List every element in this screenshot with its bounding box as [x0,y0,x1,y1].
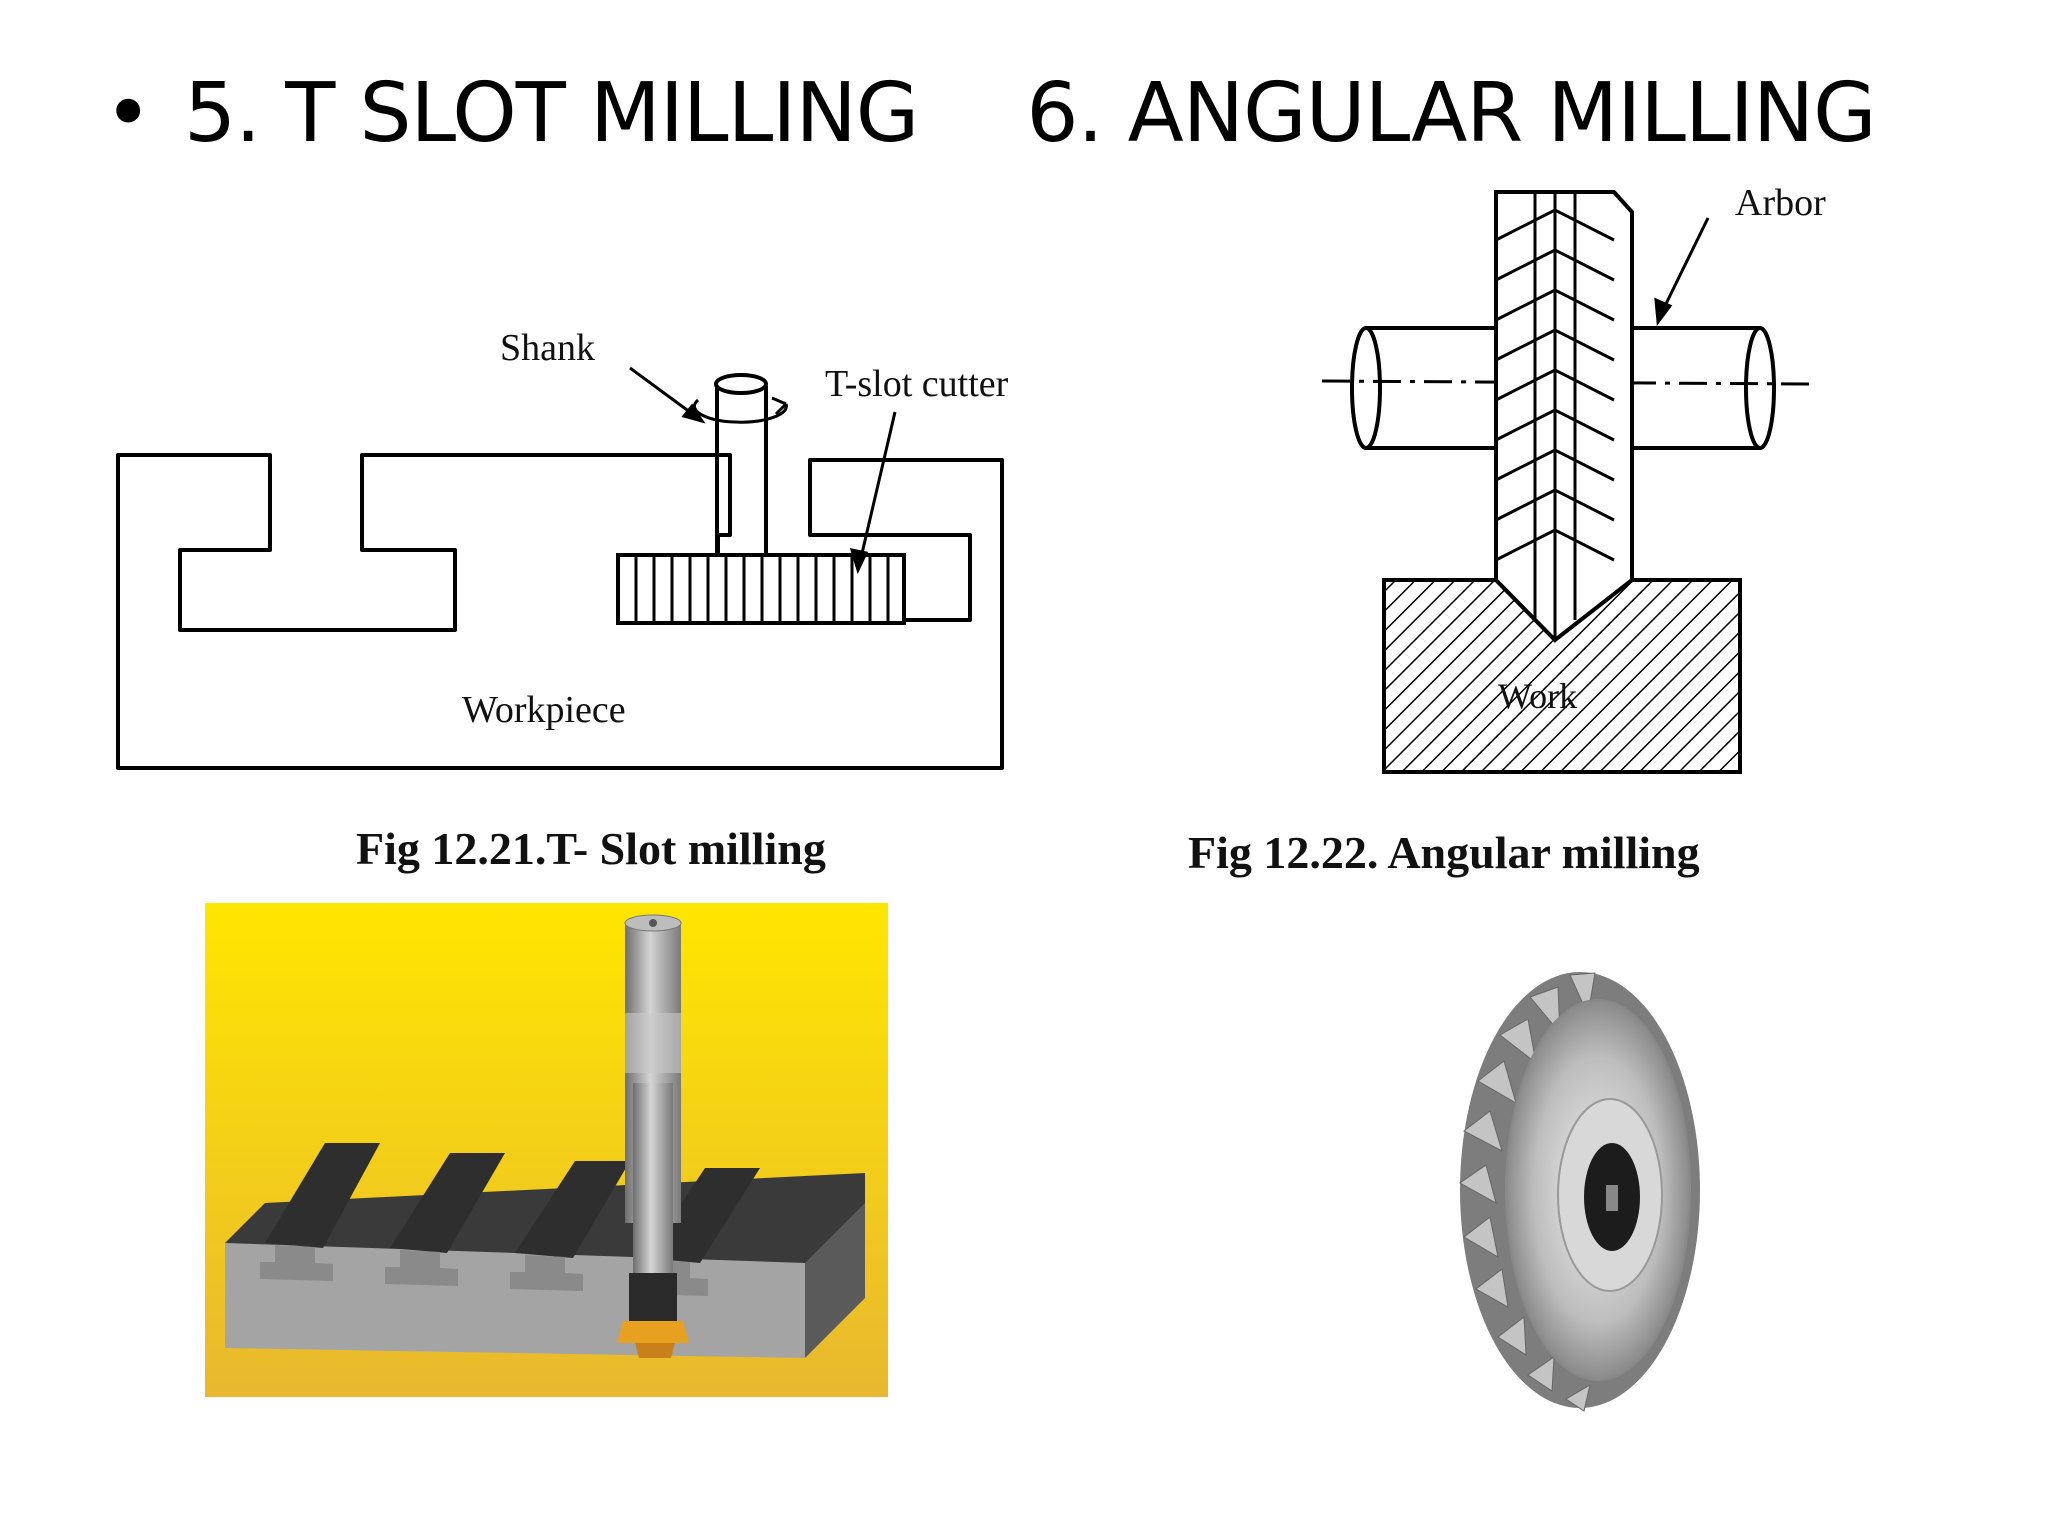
work-label: Work [1498,676,1577,716]
bullet-marker: • [104,66,152,161]
workpiece-outline [116,453,1004,770]
arbor-leader [1654,217,1710,327]
t-slot-cutter-label: T-slot cutter [825,363,1009,405]
angular-caption: Fig 12.22. Angular milling [1188,827,1700,878]
shank [692,373,788,555]
t-slot-caption: Fig 12.21.T- Slot milling [356,823,826,874]
angular-cutter [1494,190,1634,643]
angular-cutter-photo [1459,972,1700,1412]
t-slot-diagram: Shank T-slot cutter Workpiece [116,327,1009,770]
workpiece-label: Workpiece [462,689,626,731]
t-slot-photo [205,903,888,1397]
leader-arrows [629,366,897,575]
slide-title: • 5. T SLOT MILLING 6. ANGULAR MILLING [104,66,1877,161]
arbor-label: Arbor [1735,182,1826,224]
title-angular: 6. ANGULAR MILLING [1026,66,1876,161]
angular-milling-diagram: Arbor Work [1321,182,1826,774]
shank-label: Shank [500,327,595,369]
title-t-slot: 5. T SLOT MILLING [184,66,919,161]
t-slot-cutter-tool [617,914,689,1358]
